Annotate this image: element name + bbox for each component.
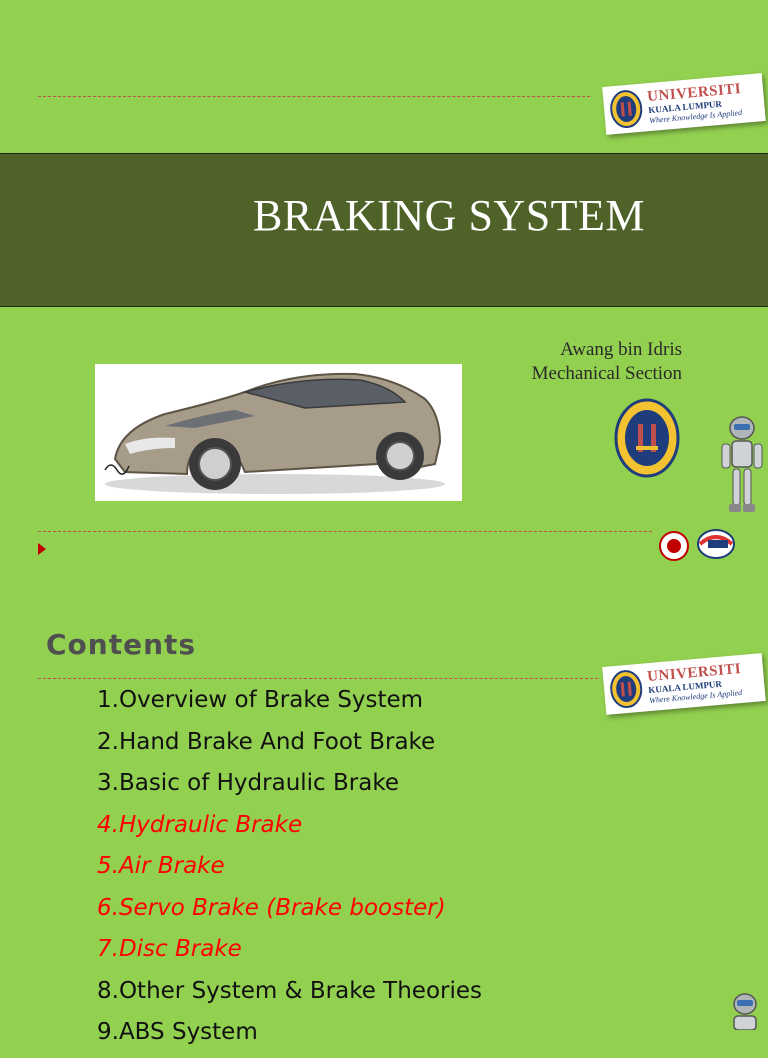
red-arrow-bullet-icon xyxy=(38,543,46,555)
slide-title: BRAKING SYSTEM xyxy=(253,191,646,240)
robot-mascot-icon xyxy=(733,993,757,1030)
list-item: 7. Disc Brake xyxy=(97,936,242,962)
list-item: 2.Hand Brake And Foot Brake xyxy=(97,728,436,755)
list-item: 4. Hydraulic Brake xyxy=(97,811,303,838)
contents-heading: Contents xyxy=(46,628,197,661)
list-item: 8.Other System & Brake Theories xyxy=(97,977,483,1004)
institute-emblem-icon xyxy=(614,398,680,478)
list-item: 9.ABS System xyxy=(97,1019,258,1045)
contents-divider-line xyxy=(38,678,598,679)
university-logo-2: UNIVERSITI KUALA LUMPUR Where Knowledge … xyxy=(602,653,766,715)
car-icon xyxy=(104,372,445,494)
list-item: 3.Basic of Hydraulic Brake xyxy=(97,770,399,796)
university-crest-icon xyxy=(610,90,643,129)
title-bar xyxy=(0,153,768,307)
author-block: Awang bin Idris Mechanical Section xyxy=(532,338,682,386)
list-item: 6. Servo Brake (Brake booster) xyxy=(97,894,446,921)
car-sketch-image xyxy=(95,364,462,501)
list-item: 1.Overview of Brake System xyxy=(97,687,424,713)
university-crest-icon xyxy=(610,670,643,709)
top-divider-line xyxy=(38,96,590,97)
university-logo: UNIVERSITI KUALA LUMPUR Where Knowledge … xyxy=(602,73,766,135)
author-section: Mechanical Section xyxy=(531,363,682,384)
contents-list: 1.Overview of Brake System 2.Hand Brake … xyxy=(97,684,482,1058)
middle-divider-line xyxy=(38,531,652,532)
author-name: Awang bin Idris xyxy=(560,339,682,360)
list-item: 5.Air Brake xyxy=(97,853,225,879)
partner-logos-icon xyxy=(659,529,735,561)
robot-mascot-icon xyxy=(721,416,763,512)
